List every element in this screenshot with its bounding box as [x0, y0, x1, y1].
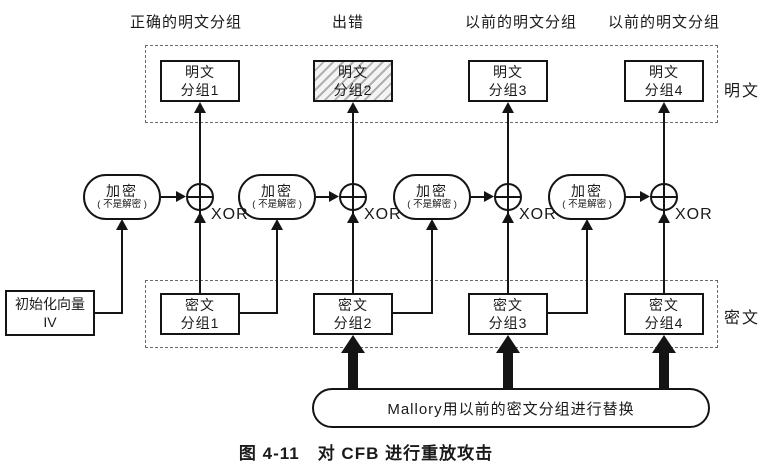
- ciphertext-block-3: 密文 分组3: [468, 293, 548, 335]
- encrypt-label: 加密: [106, 183, 138, 199]
- encrypt-label: 加密: [416, 183, 448, 199]
- xor-node-icon: [186, 183, 214, 211]
- xor-node-icon: [494, 183, 522, 211]
- xor-node-icon: [339, 183, 367, 211]
- encrypt-to-xor-line: [471, 196, 485, 198]
- iv-feed-line: [95, 312, 123, 314]
- iv-box: 初始化向量 IV: [5, 290, 95, 336]
- arrow-right-icon: [640, 191, 650, 202]
- plaintext-block-2-error: 明文 分组2: [313, 60, 393, 102]
- plaintext-group-outline: [145, 45, 718, 123]
- arrow-up-icon: [502, 212, 514, 223]
- arrow-up-icon: [194, 102, 206, 113]
- cipher3-feed-line: [586, 226, 588, 314]
- encrypt-sublabel: ( 不是解密 ): [97, 199, 147, 210]
- arrow-up-icon: [194, 212, 206, 223]
- cipher1-feed-line: [276, 226, 278, 314]
- arrow-up-icon: [658, 212, 670, 223]
- xor-label: XOR: [211, 206, 249, 223]
- cipher2-feed-line: [431, 226, 433, 314]
- encrypt-node-2: 加密 ( 不是解密 ): [238, 174, 316, 220]
- mallory-attack-box: Mallory用以前的密文分组进行替换: [312, 388, 710, 428]
- encrypt-label: 加密: [571, 183, 603, 199]
- encrypt-sublabel: ( 不是解密 ): [562, 199, 612, 210]
- row-label-plaintext: 明文: [724, 83, 761, 100]
- label-correct-plain-block: 正确的明文分组: [129, 14, 243, 31]
- plaintext-block-4: 明文 分组4: [624, 60, 704, 102]
- encrypt-sublabel: ( 不是解密 ): [252, 199, 302, 210]
- arrow-up-icon: [116, 219, 128, 230]
- ciphertext-block-4: 密文 分组4: [624, 293, 704, 335]
- label-previous-plain-block-2: 以前的明文分组: [607, 14, 721, 31]
- plaintext-block-1: 明文 分组1: [160, 60, 240, 102]
- xor-label: XOR: [364, 206, 402, 223]
- arrow-right-icon: [484, 191, 494, 202]
- arrow-up-icon: [347, 212, 359, 223]
- arrow-up-icon: [271, 219, 283, 230]
- encrypt-label: 加密: [261, 183, 293, 199]
- encrypt-to-xor-line: [316, 196, 330, 198]
- label-error: 出错: [331, 14, 365, 31]
- cipher2-feed-line: [393, 312, 433, 314]
- replace-arrow-shaft: [348, 351, 358, 389]
- ciphertext-block-2: 密文 分组2: [313, 293, 393, 335]
- arrow-up-icon: [658, 102, 670, 113]
- cipher1-feed-line: [240, 312, 278, 314]
- iv-feed-line: [121, 226, 123, 314]
- cipher3-feed-line: [548, 312, 588, 314]
- figure-caption: 图 4-11 对 CFB 进行重放攻击: [238, 444, 494, 463]
- encrypt-node-3: 加密 ( 不是解密 ): [393, 174, 471, 220]
- arrow-right-icon: [329, 191, 339, 202]
- label-previous-plain-block-1: 以前的明文分组: [464, 14, 578, 31]
- plaintext-block-3: 明文 分组3: [468, 60, 548, 102]
- arrow-up-icon: [502, 102, 514, 113]
- encrypt-sublabel: ( 不是解密 ): [407, 199, 457, 210]
- encrypt-to-xor-line: [161, 196, 177, 198]
- xor-label: XOR: [675, 206, 713, 223]
- arrow-right-icon: [176, 191, 186, 202]
- row-label-ciphertext: 密文: [724, 310, 761, 327]
- ciphertext-block-1: 密文 分组1: [160, 293, 240, 335]
- arrow-up-icon: [581, 219, 593, 230]
- arrow-up-icon: [426, 219, 438, 230]
- replace-arrow-shaft: [503, 351, 513, 389]
- xor-label: XOR: [519, 206, 557, 223]
- xor-node-icon: [650, 183, 678, 211]
- encrypt-node-1: 加密 ( 不是解密 ): [83, 174, 161, 220]
- encrypt-node-4: 加密 ( 不是解密 ): [548, 174, 626, 220]
- replace-arrow-shaft: [659, 351, 669, 389]
- arrow-up-icon: [347, 102, 359, 113]
- encrypt-to-xor-line: [626, 196, 641, 198]
